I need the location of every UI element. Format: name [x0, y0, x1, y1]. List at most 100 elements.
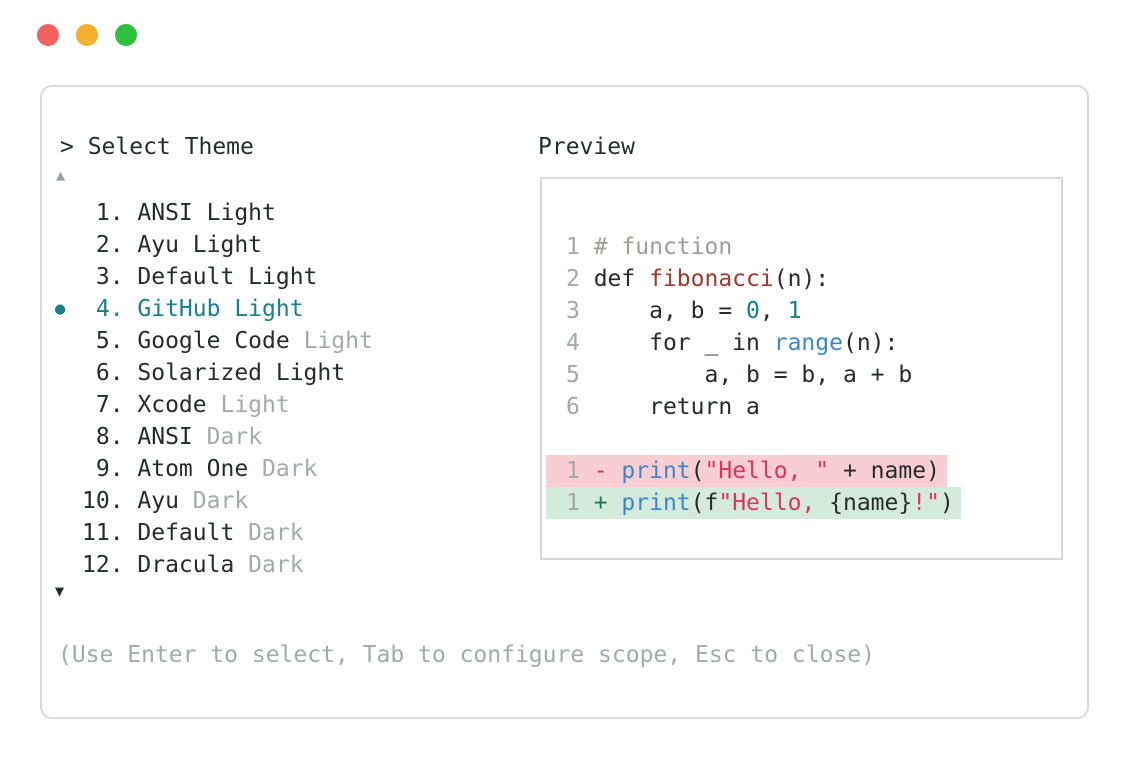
theme-item-label: Xcode	[137, 392, 207, 418]
maximize-button[interactable]	[115, 24, 137, 46]
theme-item-label: ANSI	[137, 424, 193, 450]
code-line: 2 def fibonacci(n):	[566, 263, 1061, 295]
line-number: 6	[566, 394, 594, 420]
code-token-str: "Hello, "	[704, 458, 830, 484]
line-number: 3	[566, 298, 594, 324]
code-token-str: !"	[912, 490, 940, 516]
code-token-num: 0	[746, 298, 760, 324]
scroll-down-icon[interactable]: ▼	[55, 582, 65, 600]
code-token-plain: return a	[593, 394, 760, 420]
theme-item-number: 11.	[82, 520, 138, 546]
window-controls	[37, 24, 137, 46]
theme-item-label: Dracula	[137, 552, 235, 578]
minimize-button[interactable]	[76, 24, 98, 46]
code-token-plain: + name)	[829, 458, 940, 484]
theme-item-variant: Dark	[192, 424, 263, 450]
picker-prompt: > Select Theme	[60, 134, 254, 160]
theme-item-variant: Dark	[178, 488, 249, 514]
line-number: 1	[566, 458, 594, 484]
code-token-builtin: range	[773, 330, 843, 356]
code-token-str: "Hello,	[718, 490, 830, 516]
theme-list-item[interactable]: ● 7. Xcode Light	[55, 389, 373, 421]
theme-list-item[interactable]: ● 3. Default Light	[55, 261, 373, 293]
theme-item-variant: Dark	[248, 456, 318, 482]
theme-item-number: 7.	[82, 392, 138, 418]
code-token-plain: ,	[759, 298, 788, 324]
code-line: 3 a, b = 0, 1	[566, 295, 1061, 327]
close-button[interactable]	[37, 24, 59, 46]
theme-item-label: Atom One	[137, 456, 249, 482]
code-token-builtin: print	[621, 490, 691, 516]
theme-list-item[interactable]: ●10. Ayu Dark	[55, 485, 373, 517]
theme-item-number: 4.	[82, 296, 138, 322]
diff-line-added: 1 + print(f"Hello, {name}!")	[546, 487, 1061, 519]
theme-item-number: 10.	[82, 488, 138, 514]
theme-list-item[interactable]: ●12. Dracula Dark	[55, 549, 373, 581]
theme-item-number: 3.	[82, 264, 138, 290]
code-token-num: 1	[787, 298, 802, 324]
diff-highlight-added: 1 + print(f"Hello, {name}!")	[546, 487, 961, 519]
theme-item-label: Ayu	[137, 488, 179, 514]
theme-item-number: 8.	[82, 424, 138, 450]
theme-list-item[interactable]: ●11. Default Dark	[55, 517, 373, 549]
theme-item-label: GitHub Light	[137, 296, 304, 322]
theme-item-label: ANSI Light	[137, 200, 276, 226]
theme-item-label: Default Light	[137, 264, 318, 290]
theme-list-item[interactable]: ● 9. Atom One Dark	[55, 453, 373, 485]
selected-bullet-icon: ●	[55, 299, 66, 319]
diff-line-removed: 1 - print("Hello, " + name)	[546, 455, 1061, 487]
theme-list-item[interactable]: ● 1. ANSI Light	[55, 197, 373, 229]
line-number: 1	[566, 490, 594, 516]
theme-list-item[interactable]: ● 8. ANSI Dark	[55, 421, 373, 453]
code-line: 4 for _ in range(n):	[566, 327, 1061, 359]
code-token-plain: for _ in	[593, 330, 774, 356]
diff-highlight-removed: 1 - print("Hello, " + name)	[546, 455, 947, 487]
theme-item-label: Default	[137, 520, 235, 546]
code-token-comment: # function	[593, 234, 733, 260]
theme-item-number: 5.	[82, 328, 138, 354]
blank-line	[566, 423, 1061, 455]
code-token-plain: a, b =	[593, 298, 747, 324]
code-token-plain: {name}	[829, 490, 913, 516]
theme-item-variant: Dark	[234, 520, 304, 546]
help-text: (Use Enter to select, Tab to configure s…	[58, 642, 875, 668]
theme-item-variant: Dark	[234, 552, 304, 578]
line-number: 4	[566, 330, 594, 356]
theme-item-variant: Light	[206, 392, 290, 418]
code-token-func: fibonacci	[649, 266, 774, 292]
theme-item-label: Solarized Light	[137, 360, 346, 386]
theme-item-number: 12.	[82, 552, 138, 578]
preview-title: Preview	[538, 134, 635, 160]
theme-picker-panel: > Select Theme ▲ ● 1. ANSI Light● 2. Ayu…	[40, 85, 1089, 719]
code-token-plain: (n):	[773, 266, 830, 292]
code-token-minus: -	[593, 458, 622, 484]
code-token-builtin: print	[621, 458, 691, 484]
theme-list-item[interactable]: ● 2. Ayu Light	[55, 229, 373, 261]
code-token-plain: a, b = b, a + b	[593, 362, 913, 388]
code-token-plain: )	[939, 490, 954, 516]
theme-item-label: Ayu Light	[137, 232, 263, 258]
theme-item-label: Google Code	[137, 328, 290, 354]
code-token-plain: def	[593, 266, 650, 292]
theme-list-item[interactable]: ● 5. Google Code Light	[55, 325, 373, 357]
code-token-plain: (	[690, 458, 705, 484]
theme-item-variant: Light	[289, 328, 373, 354]
code-token-plain: (f	[690, 490, 719, 516]
theme-item-number: 6.	[82, 360, 138, 386]
line-number: 2	[566, 266, 594, 292]
theme-list-item[interactable]: ● 4. GitHub Light	[55, 293, 373, 325]
theme-item-number: 2.	[82, 232, 138, 258]
theme-item-number: 9.	[82, 456, 138, 482]
line-number: 1	[566, 234, 594, 260]
theme-item-number: 1.	[82, 200, 138, 226]
code-token-plus: +	[593, 490, 622, 516]
code-line: 5 a, b = b, a + b	[566, 359, 1061, 391]
scroll-up-icon[interactable]: ▲	[56, 166, 66, 184]
code-token-plain: (n):	[842, 330, 899, 356]
theme-list-item[interactable]: ● 6. Solarized Light	[55, 357, 373, 389]
code-line: 6 return a	[566, 391, 1061, 423]
theme-list: ● 1. ANSI Light● 2. Ayu Light● 3. Defaul…	[55, 197, 373, 581]
